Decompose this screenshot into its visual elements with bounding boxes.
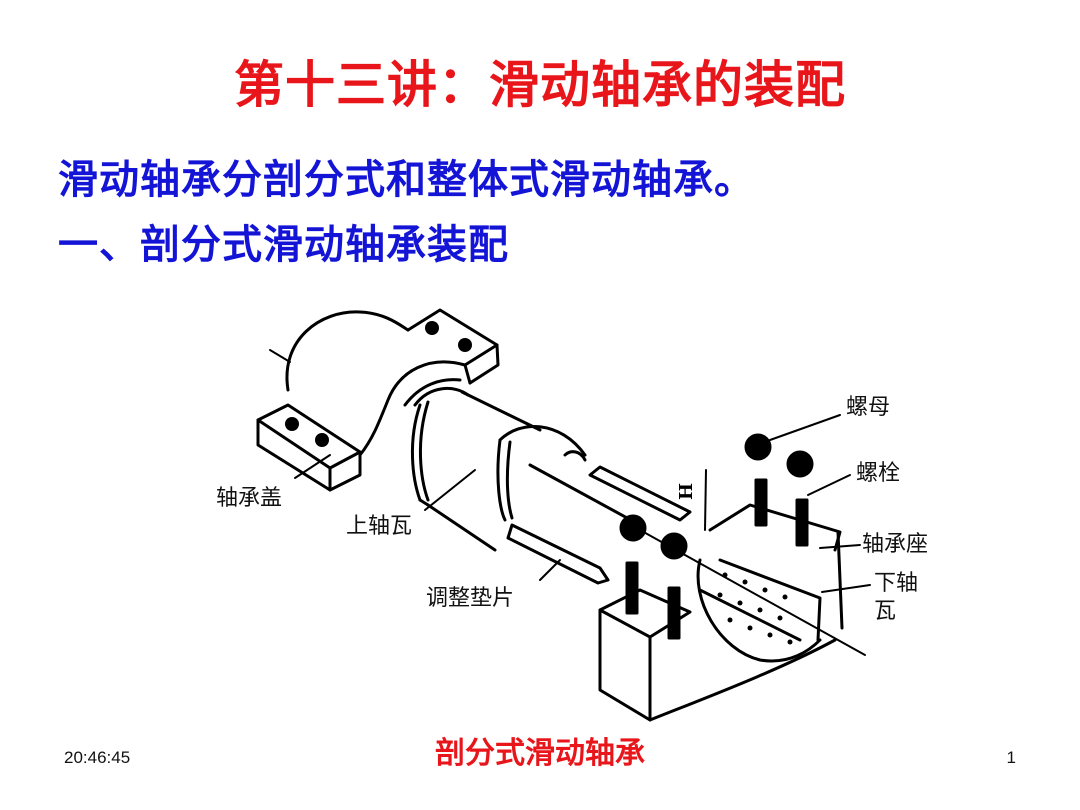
footer-time: 20:46:45: [64, 748, 131, 767]
body-text-line-1: 滑动轴承分剖分式和整体式滑动轴承。: [58, 157, 755, 203]
label-upper-bushing: 上轴瓦: [346, 514, 413, 539]
label-lower-bushing-2: 瓦: [874, 599, 897, 624]
shim-drawing: [506, 465, 692, 585]
slide-title: 第十三讲：滑动轴承的装配: [234, 55, 846, 114]
figure-caption: 剖分式滑动轴承: [435, 736, 645, 771]
label-nut: 螺母: [846, 395, 891, 420]
bearing-seat-drawing: [598, 503, 844, 722]
bearing-cap-drawing: [256, 308, 500, 492]
dimension-h-mark: H: [676, 483, 697, 500]
label-lower-bushing-1: 下轴: [874, 571, 919, 596]
label-bearing-cap: 轴承盖: [216, 486, 283, 511]
body-text-line-2: 一、剖分式滑动轴承装配: [58, 222, 509, 268]
label-bearing-seat: 轴承座: [862, 532, 929, 557]
upper-bushing-drawing: [411, 386, 642, 552]
slide-number: 1: [1006, 748, 1016, 767]
label-shim: 调整垫片: [426, 586, 515, 611]
lower-bushing-oil-dots: [717, 572, 793, 645]
label-bolt: 螺栓: [856, 461, 901, 486]
